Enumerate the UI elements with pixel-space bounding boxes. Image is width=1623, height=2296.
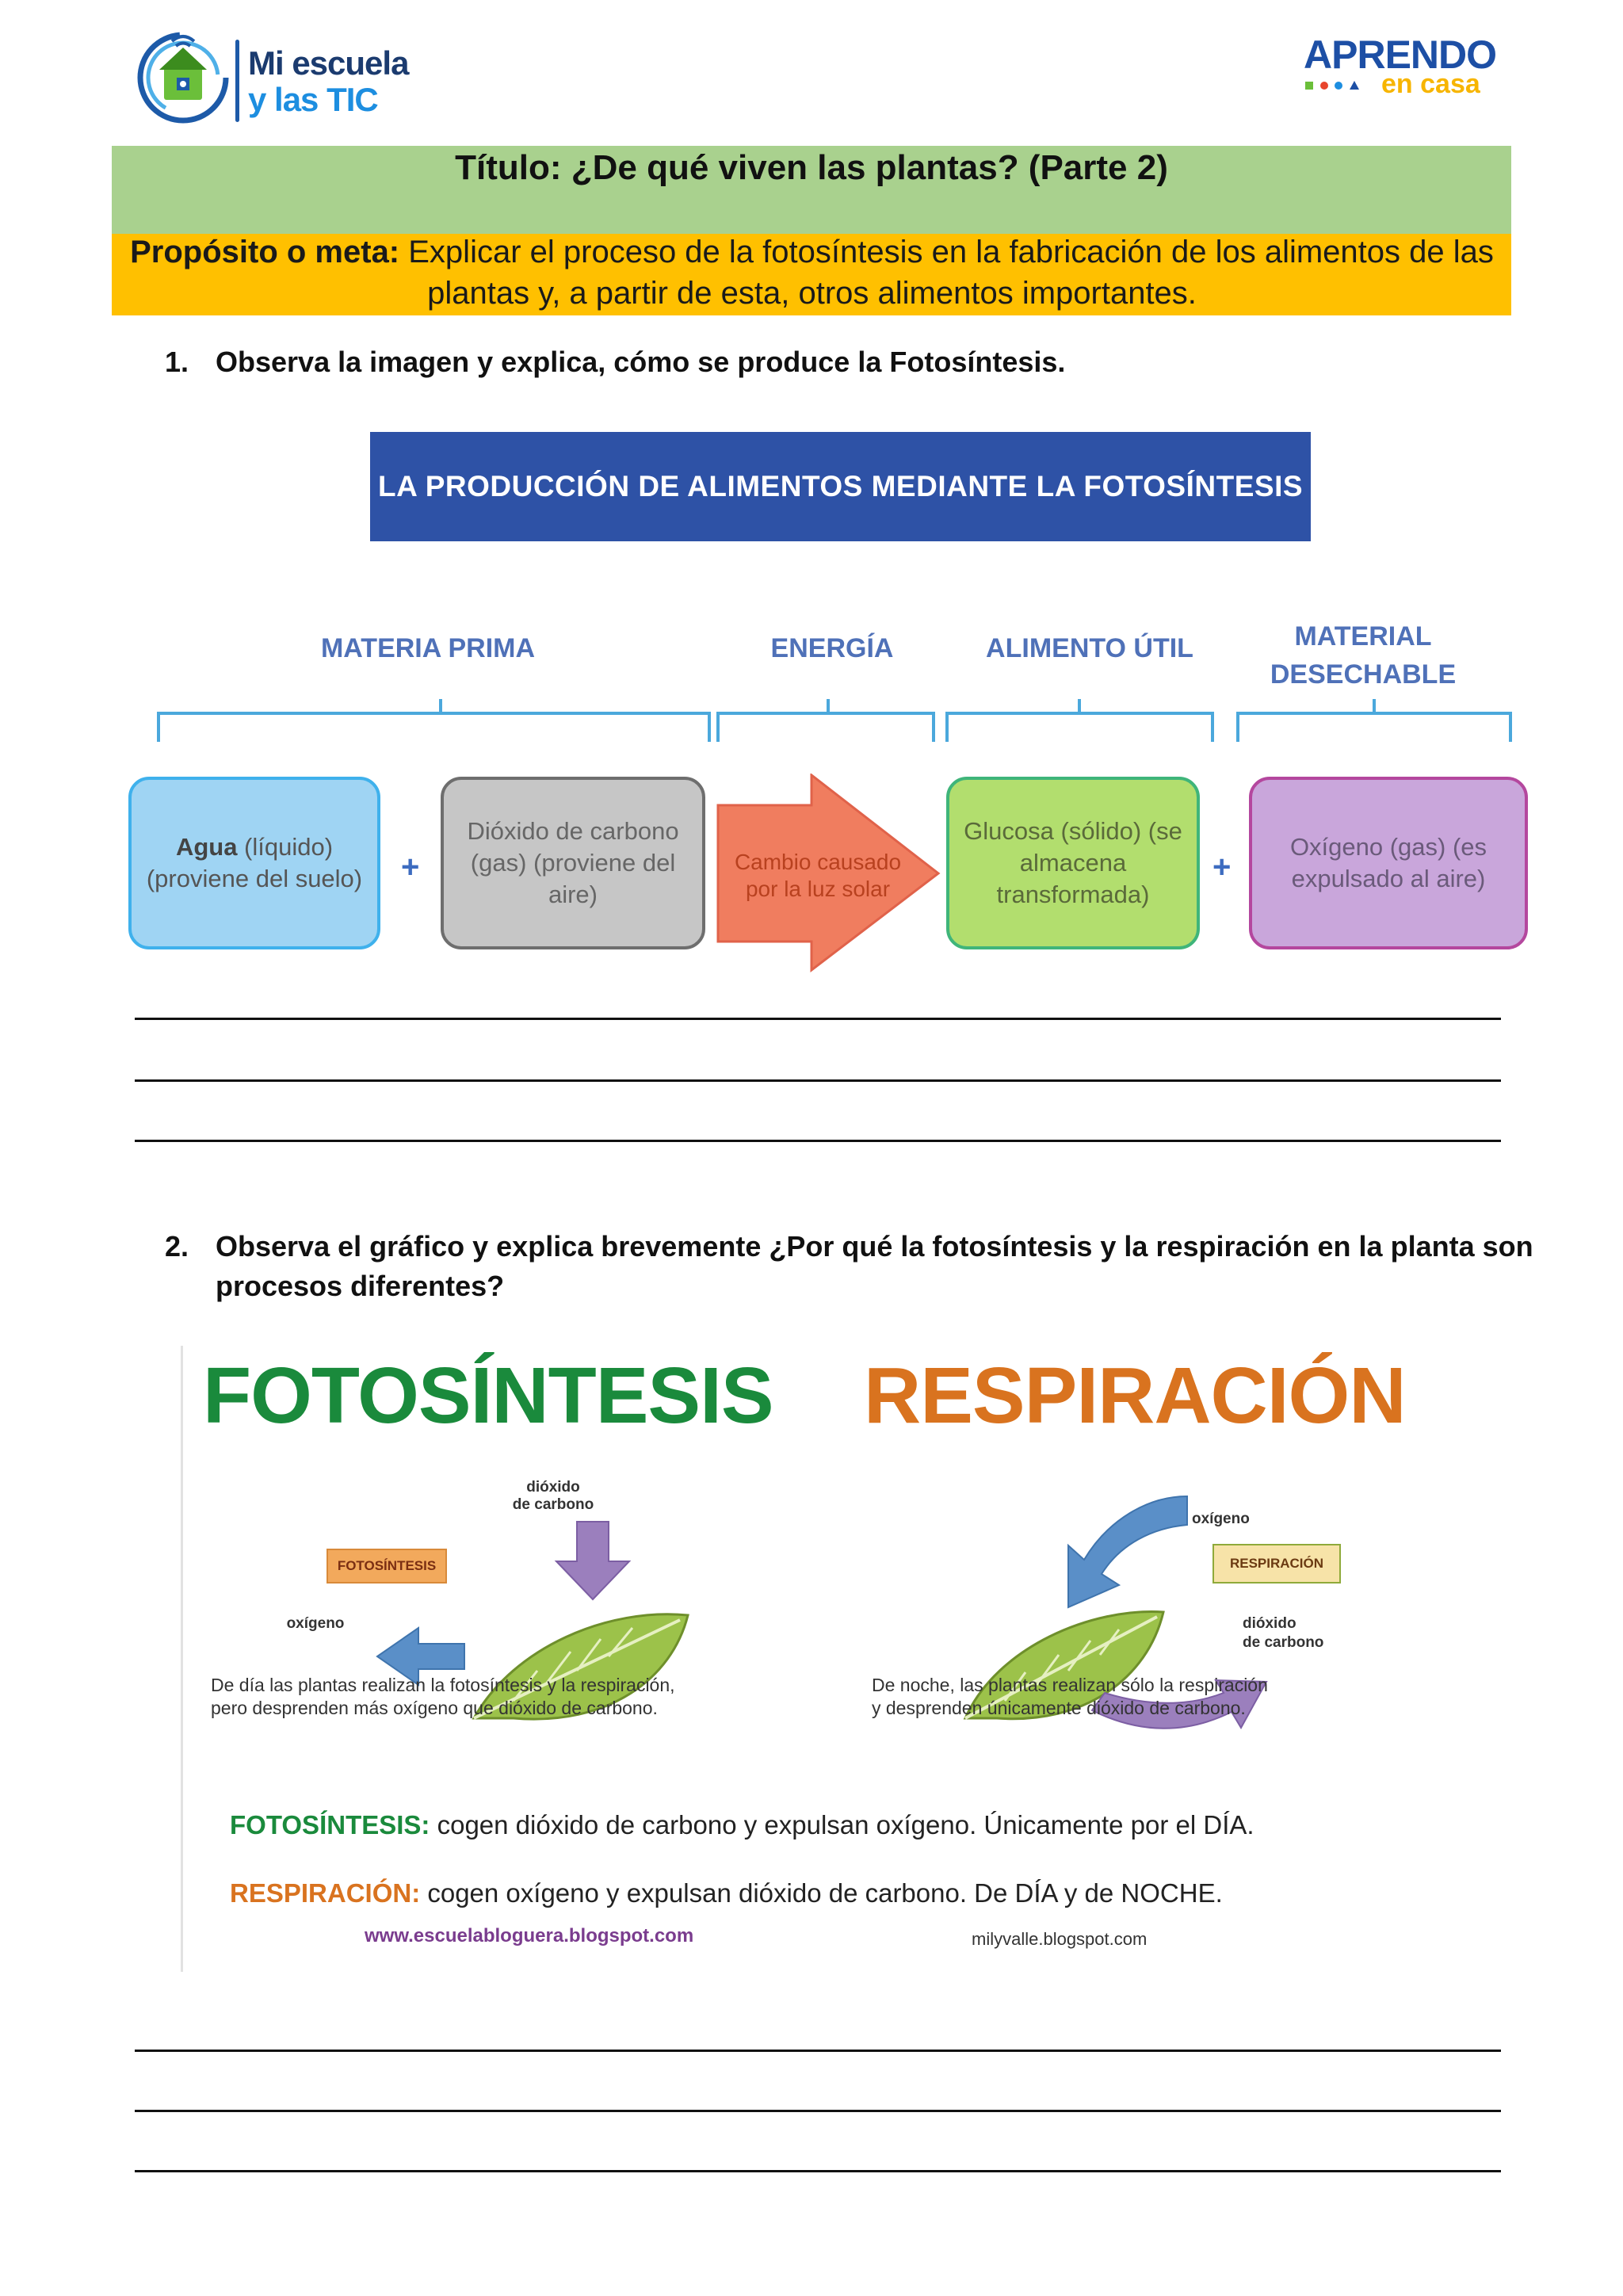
purpose-band bbox=[112, 234, 1511, 315]
logo-en-casa-word: en casa bbox=[1381, 69, 1480, 99]
caption-night-line2: y desprenden únicamente dióxido de carbo… bbox=[872, 1698, 1246, 1718]
label-co2-right-line2: de carbono bbox=[1243, 1634, 1324, 1651]
title-band bbox=[112, 146, 1511, 234]
color-dots-icon bbox=[1305, 81, 1359, 90]
heading-respiracion: RESPIRACIÓN bbox=[864, 1351, 1407, 1440]
box-oxigeno: Oxígeno (gas) (es expulsado al aire) bbox=[1249, 777, 1528, 949]
figure1-banner: LA PRODUCCIÓN DE ALIMENTOS MEDIANTE LA F… bbox=[370, 432, 1311, 541]
category-brackets bbox=[157, 699, 1512, 742]
figure2-photosynthesis-vs-respiration: FOTOSÍNTESIS RESPIRACIÓN dióxido de carb… bbox=[181, 1338, 1457, 1980]
school-wifi-logo-icon bbox=[137, 32, 229, 124]
logo-left-line2: y las TIC bbox=[248, 81, 379, 118]
box-agua-rest: (líquido) (proviene del suelo) bbox=[146, 833, 363, 892]
question-2: 2. Observa el gráfico y explica brevemen… bbox=[165, 1227, 1544, 1306]
purpose-text: Explicar el proceso de la fotosíntesis e… bbox=[399, 235, 1494, 311]
category-energia: ENERGÍA bbox=[770, 633, 894, 663]
question-text: Observa la imagen y explica, cómo se pro… bbox=[216, 346, 1066, 378]
page-title: Título: ¿De qué viven las plantas? (Part… bbox=[455, 148, 1168, 187]
answer-line bbox=[135, 2050, 1501, 2052]
rule-respiracion: RESPIRACIÓN: cogen oxígeno y expulsan di… bbox=[230, 1877, 1450, 1910]
caption-day-line2: pero desprenden más oxígeno que dióxido … bbox=[211, 1698, 658, 1718]
label-co2-line2: de carbono bbox=[512, 1496, 594, 1513]
rule-fotosintesis-label: FOTOSÍNTESIS: bbox=[230, 1810, 430, 1839]
label-co2-right-line1: dióxido bbox=[1243, 1615, 1296, 1632]
label-co2-line1: dióxido bbox=[526, 1479, 580, 1496]
caption-day-line1: De día las plantas realizan la fotosínte… bbox=[211, 1675, 675, 1695]
answer-line bbox=[135, 1018, 1501, 1020]
tag-fotosintesis: FOTOSÍNTESIS bbox=[327, 1549, 447, 1584]
plus-sign-1: + bbox=[401, 850, 420, 884]
respiration-leaf-illustration bbox=[963, 1495, 1268, 1730]
logo-aprendo-word: APRENDO bbox=[1304, 32, 1497, 77]
answer-line bbox=[135, 2170, 1501, 2172]
answer-line bbox=[135, 2110, 1501, 2112]
question-text-line2: procesos diferentes? bbox=[216, 1270, 505, 1302]
label-oxygen-right: oxígeno bbox=[1192, 1511, 1250, 1527]
box-agua: Agua (líquido) (proviene del suelo) bbox=[128, 777, 380, 949]
category-material-desechable-line1: MATERIAL bbox=[1294, 621, 1432, 651]
category-materia-prima: MATERIA PRIMA bbox=[320, 633, 536, 663]
logo-mi-escuela: Mi escuela y las TIC bbox=[123, 17, 432, 130]
category-alimento-util: ALIMENTO ÚTIL bbox=[986, 633, 1193, 663]
purpose-statement: Propósito o meta: Explicar el proceso de… bbox=[116, 231, 1507, 314]
box-dioxido: Dióxido de carbono (gas) (proviene del a… bbox=[441, 777, 705, 949]
logo-left-line1: Mi escuela bbox=[248, 44, 409, 82]
url-milyvalle: milyvalle.blogspot.com bbox=[972, 1929, 1148, 1949]
question-number: 1. bbox=[165, 346, 189, 378]
logo-aprendo-en-casa: APRENDO en casa bbox=[1304, 32, 1502, 99]
photosynthesis-leaf-illustration bbox=[376, 1521, 689, 1721]
caption-night-line1: De noche, las plantas realizan sólo la r… bbox=[872, 1675, 1268, 1695]
tag-respiracion: RESPIRACIÓN bbox=[1212, 1544, 1341, 1584]
rule-respiracion-label: RESPIRACIÓN: bbox=[230, 1878, 421, 1908]
rule-fotosintesis-text: cogen dióxido de carbono y expulsan oxíg… bbox=[430, 1810, 1254, 1839]
box-cambio: Cambio causado por la luz solar bbox=[734, 850, 902, 901]
label-oxygen-left: oxígeno bbox=[286, 1615, 345, 1632]
answer-line bbox=[135, 1140, 1501, 1142]
purpose-label: Propósito o meta: bbox=[130, 235, 400, 269]
rule-respiracion-text: cogen oxígeno y expulsan dióxido de carb… bbox=[420, 1878, 1223, 1908]
question-number: 2. bbox=[165, 1230, 189, 1263]
question-1: 1. Observa la imagen y explica, cómo se … bbox=[165, 342, 1512, 382]
heading-fotosintesis: FOTOSÍNTESIS bbox=[203, 1351, 774, 1440]
url-escuelabloguera: www.escuelabloguera.blogspot.com bbox=[365, 1925, 694, 1946]
question-text-line1: Observa el gráfico y explica brevemente … bbox=[216, 1230, 1533, 1263]
rule-fotosintesis: FOTOSÍNTESIS: cogen dióxido de carbono y… bbox=[230, 1809, 1450, 1842]
box-agua-bold: Agua bbox=[175, 833, 238, 861]
box-glucosa: Glucosa (sólido) (se almacena transforma… bbox=[946, 777, 1200, 949]
figure-left-edge bbox=[181, 1346, 183, 1972]
arrow-energy-shape bbox=[716, 774, 941, 973]
answer-line bbox=[135, 1079, 1501, 1082]
plus-sign-2: + bbox=[1212, 850, 1232, 884]
box-agua-text: Agua (líquido) (proviene del suelo) bbox=[144, 831, 365, 895]
logo-divider bbox=[235, 40, 239, 122]
category-material-desechable-line2: DESECHABLE bbox=[1270, 659, 1457, 690]
